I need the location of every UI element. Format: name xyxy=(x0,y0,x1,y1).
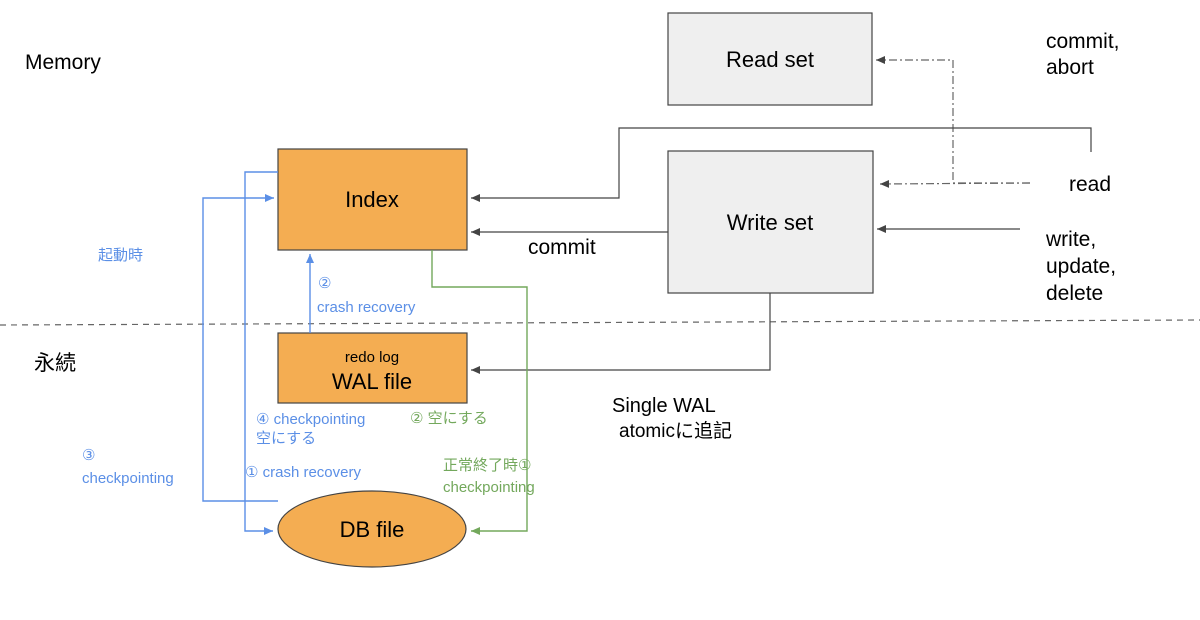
wal-file-box xyxy=(277,332,468,404)
read-to-writeset-arrow xyxy=(879,179,1031,188)
memory-persistent-divider xyxy=(0,319,1200,326)
index-to-db-normal-exit-arrow xyxy=(431,250,528,535)
read-set-box xyxy=(667,12,873,106)
write-set-label: Write set xyxy=(727,210,813,235)
crash-recovery-1-label: ① crash recovery xyxy=(245,464,361,481)
write-label-line3: delete xyxy=(1046,282,1104,305)
commit-abort-label-line1: commit, xyxy=(1046,30,1120,53)
read-set-label: Read set xyxy=(726,47,814,72)
crash-recovery-2-label: crash recovery xyxy=(317,299,416,316)
persistent-region-label: 永続 xyxy=(34,352,76,375)
write-label-line2: update, xyxy=(1046,255,1117,278)
db-file-ellipse xyxy=(277,490,467,568)
startup-label: 起動時 xyxy=(98,247,144,264)
read-label: read xyxy=(1069,173,1112,196)
write-label-line1: write, xyxy=(1046,228,1097,251)
index-to-db-checkpointing-arrow xyxy=(244,171,278,535)
checkpointing-4-label: ④ checkpointing xyxy=(256,411,366,428)
db-file-label: DB file xyxy=(340,517,405,542)
wal-file-sublabel: redo log xyxy=(345,349,399,366)
empty-4-label: 空にする xyxy=(256,430,317,447)
checkpointing-3-number: ③ xyxy=(82,447,96,464)
normal-exit-checkpointing-label: checkpointing xyxy=(443,479,535,496)
commit-edge-label: commit xyxy=(528,236,596,259)
index-box xyxy=(277,148,468,251)
empty-2-green-label: ② 空にする xyxy=(410,410,488,427)
read-to-readset-arrow xyxy=(876,56,1030,184)
read-to-index-arrow xyxy=(471,127,1092,202)
crash-recovery-2-number: ② xyxy=(318,275,332,292)
normal-exit-label: 正常終了時① xyxy=(443,457,532,474)
checkpointing-3-label: checkpointing xyxy=(82,470,174,487)
commit-abort-label-line2: abort xyxy=(1046,56,1094,79)
atomic-append-note: atomicに追記 xyxy=(619,421,732,442)
index-label: Index xyxy=(345,187,399,212)
wal-file-label: WAL file xyxy=(332,369,412,394)
db-to-index-startup-arrow xyxy=(202,194,278,502)
single-wal-note: Single WAL xyxy=(612,395,716,417)
writeset-to-wal-arrow xyxy=(471,293,771,374)
write-set-box xyxy=(667,150,874,294)
memory-region-label: Memory xyxy=(25,51,101,74)
